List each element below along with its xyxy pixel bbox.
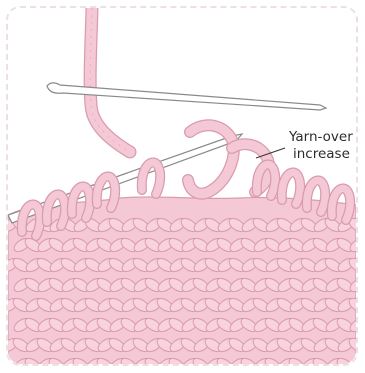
knitted-fabric-icon (0, 197, 365, 373)
callout-line-2: increase (289, 146, 359, 163)
yarn-strand-icon (90, 8, 130, 152)
callout-line-1: Yarn-over (289, 129, 359, 146)
yarn-over-increase-label: Yarn-over increase (289, 129, 359, 163)
stitch (359, 316, 365, 335)
stitch (359, 276, 365, 295)
stitch (359, 236, 365, 255)
stitch (359, 356, 365, 373)
